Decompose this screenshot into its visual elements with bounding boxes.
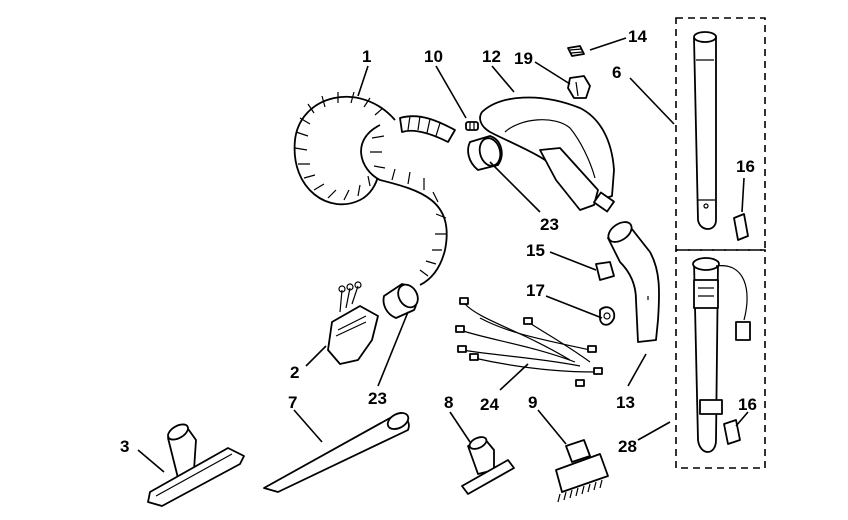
callout-15: 15: [526, 241, 545, 260]
callout-9: 9: [528, 393, 537, 412]
lower-wand-part: [692, 257, 751, 453]
callout-23b: 23: [368, 389, 387, 408]
callout-24: 24: [480, 395, 499, 414]
callout-17: 17: [526, 281, 545, 300]
switch-part: [327, 281, 379, 365]
hose-part: [293, 91, 456, 286]
clip-part-17: [599, 306, 616, 326]
leader-lines: [137, 37, 749, 473]
wand-group-box-upper: [675, 17, 766, 251]
elbow-part: [607, 221, 660, 343]
callout-12: 12: [482, 47, 501, 66]
callout-3: 3: [120, 437, 129, 456]
callout-6: 6: [612, 63, 621, 82]
callout-1: 1: [362, 47, 371, 66]
clip-part-19: [567, 75, 591, 99]
small-nozzle-part: [461, 436, 515, 495]
crevice-tool-part: [263, 412, 410, 493]
callout-28: 28: [618, 437, 637, 456]
floor-tool-part: [147, 423, 245, 507]
wand-group-box-lower: [675, 249, 766, 469]
screw-part: [465, 121, 479, 131]
callout-14: 14: [628, 27, 647, 46]
callout-16b: 16: [738, 395, 757, 414]
callout-10: 10: [424, 47, 443, 66]
callout-13: 13: [616, 393, 635, 412]
callout-19: 19: [514, 49, 533, 68]
dusting-brush-part: [555, 439, 609, 503]
callout-23a: 23: [540, 215, 559, 234]
callout-7: 7: [288, 393, 297, 412]
clip-part-16-upper: [733, 213, 749, 241]
wiring-harness-part: [455, 297, 603, 387]
cuff-part-lower: [382, 283, 419, 319]
callout-8: 8: [444, 393, 453, 412]
upper-wand-part: [693, 31, 717, 230]
cuff-part-upper: [467, 135, 503, 171]
callout-16a: 16: [736, 157, 755, 176]
hose-handle-part: [479, 96, 615, 213]
callout-labels: 1 10 12 19 14 6 16 23 15 17 2 23 24 13 3…: [120, 27, 757, 456]
callout-2: 2: [290, 363, 299, 382]
clip-part-14: [567, 45, 585, 57]
clip-part-15: [595, 261, 615, 281]
